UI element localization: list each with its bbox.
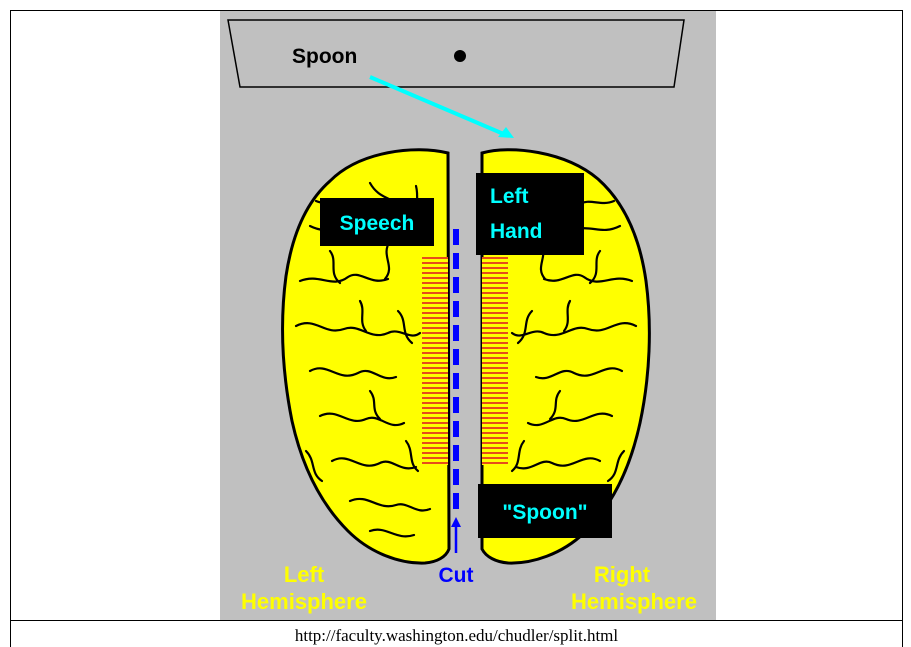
corpus-callosum-right <box>482 257 508 465</box>
monitor-word: Spoon <box>292 45 357 68</box>
left-hemisphere-label-line2: Hemisphere <box>241 589 367 614</box>
speech-label: Speech <box>340 212 415 235</box>
monitor-screen: Spoon <box>228 20 684 87</box>
source-caption: http://faculty.washington.edu/chudler/sp… <box>10 626 903 646</box>
fixation-dot <box>454 50 466 62</box>
speech-label-box: Speech <box>320 198 434 246</box>
corpus-callosum-left <box>422 257 448 465</box>
right-hemisphere-label-line2: Hemisphere <box>571 589 697 614</box>
left-hand-label-line1: Left <box>490 185 529 208</box>
cut-label: Cut <box>439 564 474 587</box>
spoken-word-box: "Spoon" <box>478 484 612 538</box>
right-hemisphere-label-line1: Right <box>594 562 651 587</box>
left-hemisphere-label-line1: Left <box>284 562 325 587</box>
left-hand-label-line2: Hand <box>490 220 543 243</box>
spoken-word-label: "Spoon" <box>502 501 587 524</box>
left-hand-label-box: Left Hand <box>476 173 584 255</box>
split-brain-diagram: Spoon <box>220 11 716 620</box>
